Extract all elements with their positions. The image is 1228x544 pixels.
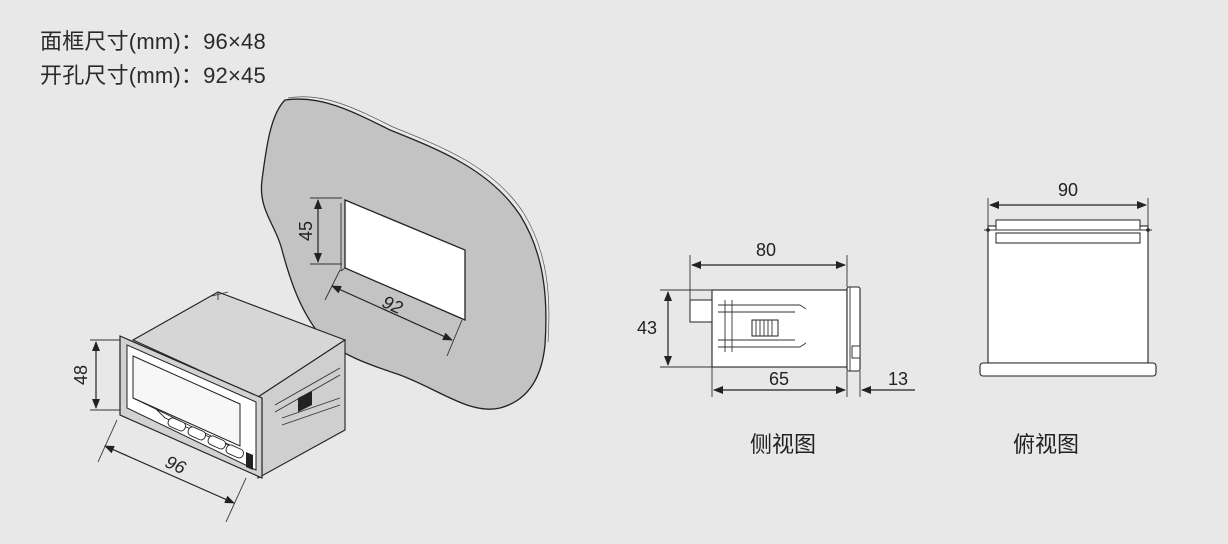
side-length-dimension: 80 xyxy=(689,240,848,300)
front-height-label: 48 xyxy=(71,365,91,385)
side-height-label: 43 xyxy=(637,318,657,338)
side-body-dimension: 65 xyxy=(711,367,848,397)
front-width-label: 96 xyxy=(162,452,189,479)
side-panel-label: 13 xyxy=(888,369,908,389)
bezel-size-spec: 面框尺寸(mm)：96×48 xyxy=(40,29,266,54)
cutout-size-spec: 开孔尺寸(mm)：92×45 xyxy=(40,63,266,88)
front-height-dimension: 48 xyxy=(71,339,120,411)
side-view xyxy=(689,286,861,372)
side-panel-dimension: 13 xyxy=(859,369,915,397)
meter-isometric xyxy=(119,291,347,479)
top-view-caption: 俯视图 xyxy=(1013,432,1079,457)
side-view-caption: 侧视图 xyxy=(750,432,816,457)
side-body-label: 65 xyxy=(769,369,789,389)
cutout-height-dimension: 45 xyxy=(296,197,342,265)
cutout-height-label: 45 xyxy=(296,221,316,241)
top-view xyxy=(979,219,1157,377)
side-height-dimension: 43 xyxy=(637,289,712,368)
side-length-label: 80 xyxy=(756,240,776,260)
top-width-label: 90 xyxy=(1058,180,1078,200)
top-width-dimension: 90 xyxy=(987,180,1149,226)
